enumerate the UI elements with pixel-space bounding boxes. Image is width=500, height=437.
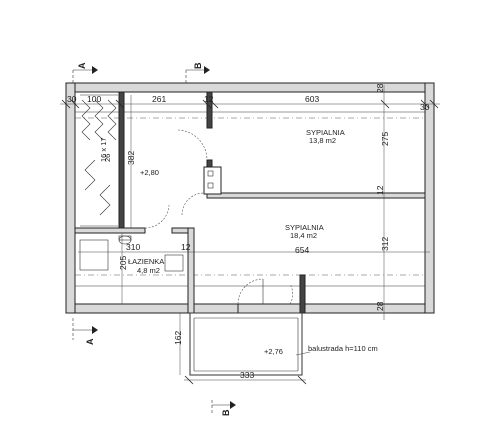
- bedroom1-name: SYPIALNIA: [306, 128, 345, 137]
- dim-top-3: 12: [204, 94, 214, 104]
- dim-bathroom-height: 205: [118, 256, 128, 270]
- shower: [79, 239, 109, 271]
- dim-right-upper: 275: [380, 132, 390, 146]
- stair-label-sub: 26: [103, 154, 112, 162]
- dimension-lines: [60, 85, 440, 385]
- bedroom2-area: 18,4 m2: [290, 231, 317, 240]
- doors: [144, 129, 293, 305]
- dim-right-lower: 312: [380, 237, 390, 251]
- dim-top-1: 100: [87, 94, 101, 104]
- bedroom2-name: SYPIALNIA: [285, 223, 324, 232]
- dim-bathroom-wall: 12: [181, 242, 191, 252]
- bedroom2-bottom-stub: [299, 274, 306, 314]
- bedroom2-bottom-wall-left: [193, 303, 239, 314]
- dim-bathroom-width: 310: [126, 242, 140, 252]
- interior-walls: [74, 91, 426, 314]
- dim-top-2: 261: [152, 94, 166, 104]
- chimney: [203, 166, 222, 195]
- bathroom-fixtures: [79, 235, 184, 272]
- bathroom-top-wall-left: [74, 227, 146, 234]
- section-markers: [72, 66, 236, 415]
- right-wall: [424, 82, 435, 314]
- partition-top: [206, 91, 213, 129]
- bathroom-right-wall: [187, 227, 195, 314]
- dim-bottom-right: 28: [375, 301, 385, 311]
- staircase: [80, 94, 118, 227]
- washbasin: [164, 254, 184, 272]
- stair-label: 16 x 17: [99, 137, 108, 162]
- section-a-bottom-label: A: [85, 338, 95, 345]
- section-a-top-label: A: [77, 62, 87, 69]
- balcony: [189, 312, 311, 376]
- balustrade-note: balustrada h=110 cm: [308, 344, 378, 353]
- bathroom-area: 4,8 m2: [137, 266, 160, 275]
- section-b-bottom-label: B: [221, 409, 231, 416]
- dim-mid-wall: 12: [375, 185, 385, 195]
- bathroom-name: ŁAZIENKA: [128, 257, 164, 266]
- left-wall: [65, 82, 76, 314]
- dim-stair-height: 382: [126, 151, 136, 165]
- section-b-top-label: B: [193, 62, 203, 69]
- dim-top-6: 30: [420, 102, 430, 112]
- dim-top-0: 30: [67, 94, 77, 104]
- dim-bedroom2-width: 654: [295, 245, 309, 255]
- dim-balcony-depth: 162: [173, 331, 183, 345]
- level-balcony: +2,76: [264, 347, 283, 356]
- wall-between-bedrooms: [206, 192, 426, 199]
- dim-top-4: 603: [305, 94, 319, 104]
- dim-balcony-width: 333: [240, 370, 254, 380]
- level-hall: +2,80: [140, 168, 159, 177]
- bedroom1-area: 13,8 m2: [309, 136, 336, 145]
- labels: A B A B 30 100 261 12 603 28 30 382 16 x…: [67, 62, 430, 416]
- stair-wall: [118, 91, 125, 231]
- dim-top-5: 28: [375, 83, 385, 93]
- balcony-outline: [189, 312, 303, 376]
